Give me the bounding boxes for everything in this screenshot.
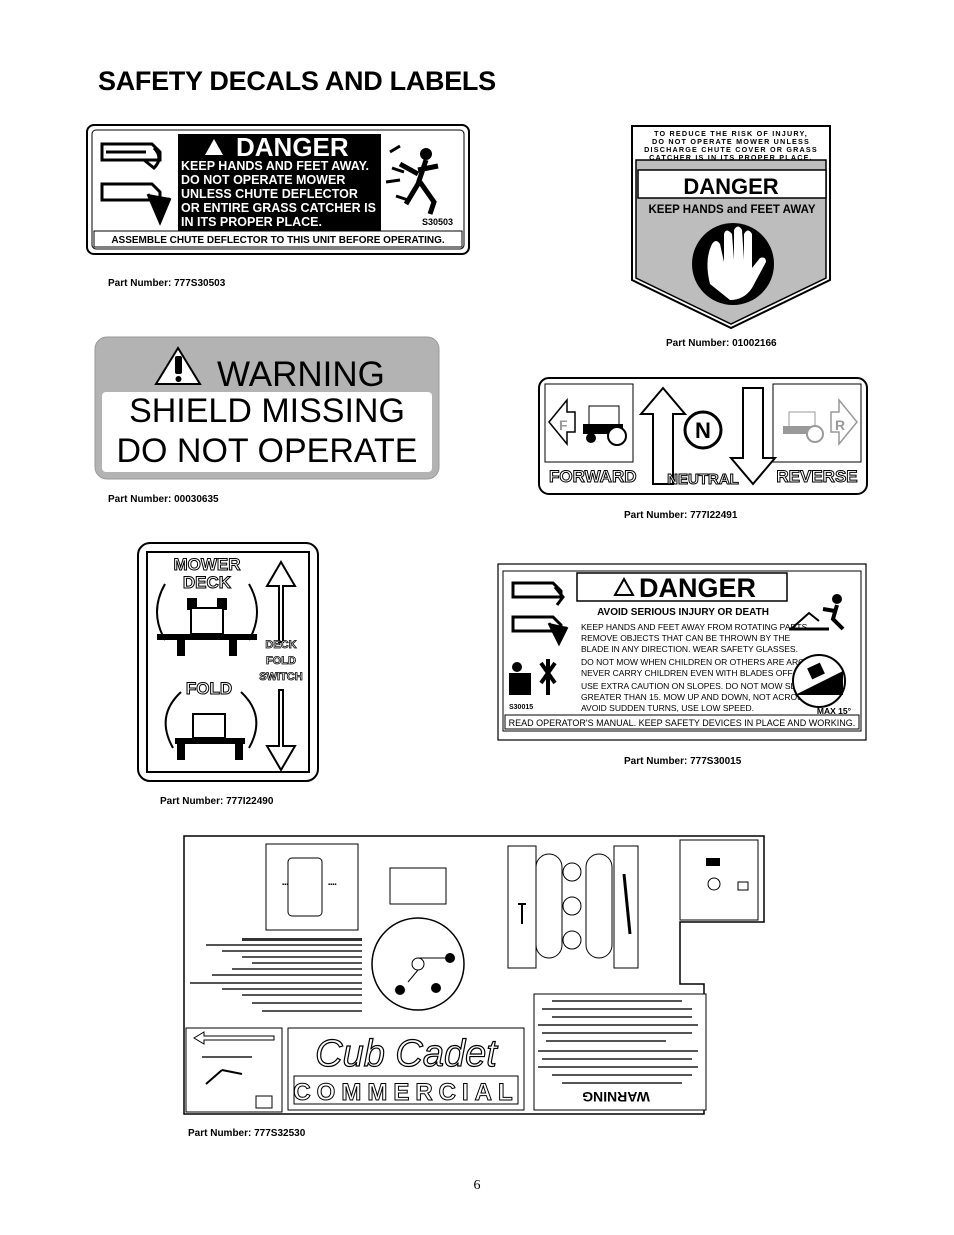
part-number: Part Number: 777I22491 (624, 510, 738, 521)
mower-label: MOWER (173, 555, 240, 574)
down-arrow-icon (265, 689, 297, 772)
part-number: Part Number: 777S32530 (188, 1128, 306, 1139)
svg-text:R: R (835, 417, 845, 433)
danger-decal-chute: DANGER KEEP HANDS AND FEET AWAY. DO NOT … (86, 124, 470, 255)
mower-deck-icon (156, 583, 258, 656)
thrown-object-icon (789, 594, 845, 631)
decal-line: OR ENTIRE GRASS CATCHER IS (181, 201, 376, 215)
danger-heading: DANGER (639, 573, 756, 603)
decal-line: AVOID SUDDEN TURNS, USE LOW SPEED. (581, 703, 754, 713)
switch-label: FOLD (266, 655, 296, 667)
brand-sub: COMMERCIAL (293, 1079, 518, 1106)
switch-label: DECK (265, 639, 296, 651)
warning-decal-shield: WARNING SHIELD MISSING DO NOT OPERATE (94, 336, 440, 480)
decal-top-line: CATCHER IS IN ITS PROPER PLACE. (649, 153, 813, 162)
warning-line: DO NOT OPERATE (116, 432, 417, 470)
down-arrow-icon (728, 387, 778, 486)
hand-hazard-icon (511, 581, 569, 647)
decal-line: REMOVE OBJECTS THAT CAN BE THROWN BY THE (581, 633, 791, 643)
slope-rollover-icon (792, 654, 846, 708)
decal-line: DO NOT OPERATE MOWER (181, 173, 345, 187)
max-slope-label: MAX 15° (817, 706, 852, 716)
reverse-label: REVERSE (776, 467, 857, 486)
exclamation-icon (154, 346, 202, 385)
part-number: Part Number: 00030635 (108, 494, 219, 505)
lever-icon (205, 1069, 273, 1109)
direction-decal: F FORWARD N NEUTRAL R REVERSE (538, 377, 868, 495)
decal-line: NEVER CARRY CHILDREN EVEN WITH BLADES OF… (581, 668, 794, 678)
decal-top-line: DO NOT OPERATE MOWER UNLESS (652, 137, 810, 146)
hand-hazard-icon (98, 136, 176, 228)
tractor-icon (583, 405, 627, 446)
decal-subheading: KEEP HANDS and FEET AWAY (649, 204, 816, 216)
deck-fold-decal: MOWER DECK FOLD DECK FOLD SWITCH (137, 542, 319, 782)
danger-heading: DANGER (236, 132, 349, 162)
part-number: Part Number: 777S30503 (108, 278, 226, 289)
decal-footer: READ OPERATOR'S MANUAL. KEEP SAFETY DEVI… (509, 718, 856, 728)
neutral-n: N (695, 418, 711, 443)
brand-logo: Cub Cadet (315, 1033, 498, 1075)
warning-line: SHIELD MISSING (129, 392, 405, 430)
forward-arrow-icon: F (548, 397, 576, 447)
up-arrow-icon (265, 560, 297, 643)
decal-line: UNLESS CHUTE DEFLECTOR (181, 187, 358, 201)
danger-decal-rotating: DANGER AVOID SERIOUS INJURY OR DEATH KEE… (497, 563, 867, 741)
decal-footer: ASSEMBLE CHUTE DEFLECTOR TO THIS UNIT BE… (111, 235, 445, 246)
reverse-arrow-icon: R (830, 397, 858, 447)
decal-line: USE EXTRA CAUTION ON SLOPES. DO NOT MOW … (581, 681, 819, 691)
fold-label: FOLD (186, 679, 232, 698)
decal-line: KEEP HANDS AND FEET AWAY FROM ROTATING P… (581, 622, 810, 632)
deck-label: DECK (183, 573, 232, 592)
instruction-lines (190, 938, 362, 1012)
decal-top-line: TO REDUCE THE RISK OF INJURY, (654, 129, 808, 138)
decal-line: GREATER THAN 15. MOW UP AND DOWN, NOT AC… (581, 692, 811, 702)
part-number: Part Number: 777S30015 (624, 756, 742, 767)
danger-heading: DANGER (683, 174, 778, 199)
warning-label: WARNING (582, 1089, 650, 1105)
up-arrow-icon (638, 386, 688, 485)
thrown-object-person-icon (385, 144, 439, 215)
decal-line: IN ITS PROPER PLACE. (181, 215, 322, 229)
decal-small-text: ▪▪▪ (282, 882, 288, 888)
console-decal: ▪▪▪ ▪▪▪▪ (183, 835, 765, 1115)
decal-subheading: AVOID SERIOUS INJURY OR DEATH (597, 607, 769, 618)
part-number: Part Number: 01002166 (666, 338, 777, 349)
neutral-label: NEUTRAL (667, 471, 739, 488)
page-number: 6 (473, 1178, 481, 1193)
page-title: SAFETY DECALS AND LABELS (98, 66, 496, 96)
part-number: Part Number: 777I22490 (160, 796, 274, 807)
instruction-lines (538, 1000, 698, 1084)
decal-line: DO NOT MOW WHEN CHILDREN OR OTHERS ARE A… (581, 657, 825, 667)
warning-heading: WARNING (217, 355, 385, 394)
hand-fan-icon (692, 223, 774, 305)
svg-text:F: F (559, 417, 568, 433)
decal-code: S30015 (509, 704, 533, 711)
decal-line: BLADE IN ANY DIRECTION. WEAR SAFETY GLAS… (581, 644, 798, 654)
decal-top-line: DISCHARGE CHUTE COVER OR GRASS (644, 145, 818, 154)
switch-label: SWITCH (259, 671, 302, 683)
neutral-circle-icon (683, 410, 723, 450)
decal-code: S30503 (422, 217, 453, 227)
decal-small-text: ▪▪▪▪ (328, 882, 337, 888)
rider-child-icon (509, 659, 557, 695)
decal-line: KEEP HANDS AND FEET AWAY. (181, 159, 369, 173)
mower-fold-icon (164, 691, 258, 760)
forward-label: FORWARD (549, 467, 637, 486)
ignition-symbols-icon (395, 953, 455, 995)
tractor-icon (783, 411, 824, 443)
danger-decal-hands: TO REDUCE THE RISK OF INJURY, DO NOT OPE… (631, 125, 831, 330)
